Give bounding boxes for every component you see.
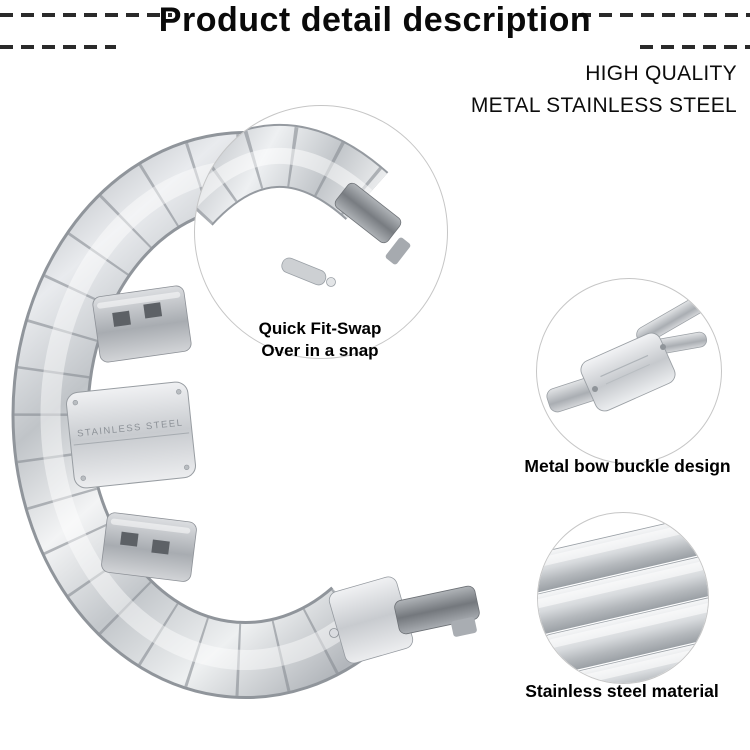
buckle-closeup — [546, 295, 708, 413]
band-end-connector — [328, 576, 480, 664]
title-dash-left-bottom — [0, 45, 116, 49]
tagline-line1: HIGH QUALITY — [585, 62, 737, 85]
band-end-closeup — [195, 124, 411, 287]
quality-tagline: HIGH QUALITY METAL STAINLESS STEEL — [471, 58, 737, 121]
buckle-plate — [580, 332, 676, 412]
title-dash-right-bottom — [640, 45, 750, 49]
caption-buckle: Metal bow buckle design — [524, 456, 731, 476]
caption-quick-fit: Quick Fit-Swap Over in a snap — [230, 318, 410, 363]
page-title: Product detail description — [158, 1, 592, 39]
tagline-line2: METAL STAINLESS STEEL — [470, 93, 737, 117]
callout-circle-material — [537, 512, 709, 684]
steel-links-closeup — [538, 517, 708, 683]
callout-circle-quick-fit — [194, 105, 448, 359]
link-stack — [538, 517, 708, 683]
clasp-lower-hinge — [101, 512, 197, 582]
caption-material: Stainless steel material — [525, 681, 719, 701]
title-dash-right-top — [578, 13, 750, 17]
lug-adapter — [334, 182, 402, 244]
callout-circle-buckle — [536, 278, 722, 464]
spring-bar — [281, 257, 327, 286]
spring-bar-pin — [329, 628, 339, 638]
caption-quick-fit-line2: Over in a snap — [261, 341, 379, 361]
clasp-upper-hinge — [92, 285, 192, 363]
caption-quick-fit-line1: Quick Fit-Swap — [258, 319, 382, 338]
clasp-plate: STAINLESS STEEL — [66, 381, 196, 489]
title-dash-left-top — [0, 13, 172, 17]
